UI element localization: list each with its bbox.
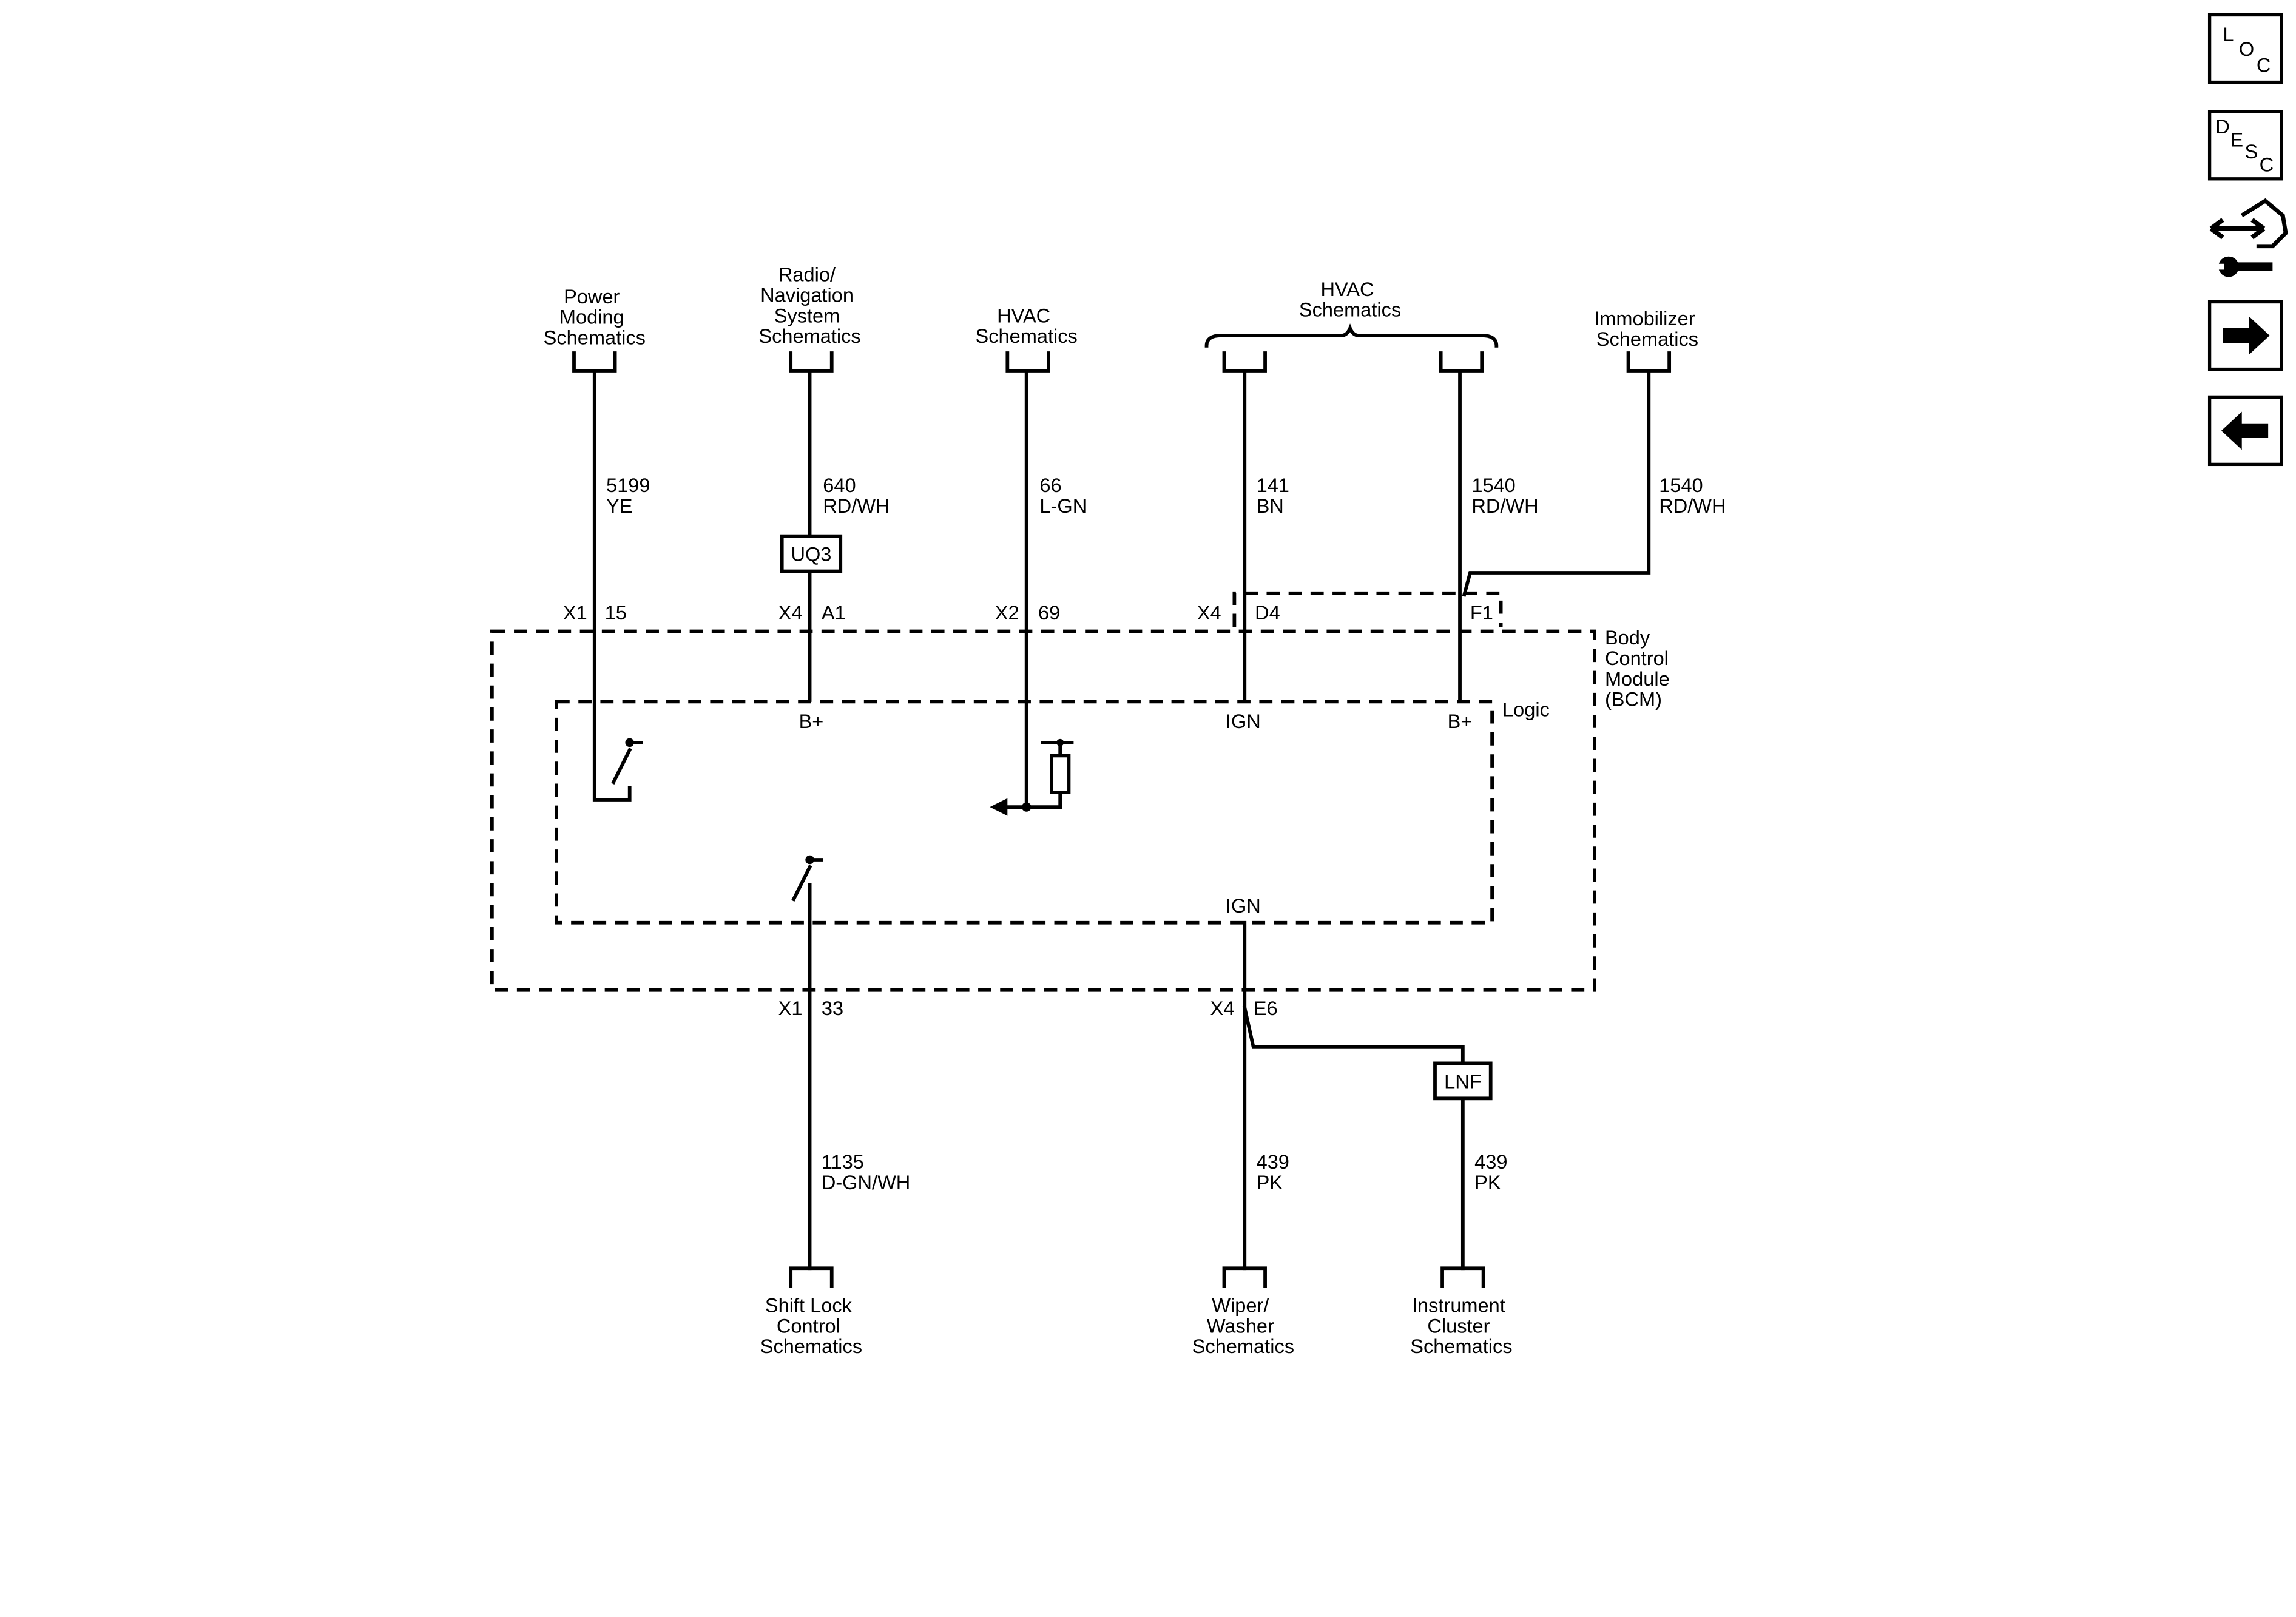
svg-text:A1: A1 xyxy=(822,602,846,624)
svg-text:X2: X2 xyxy=(995,602,1019,624)
svg-text:S: S xyxy=(2245,141,2258,163)
logic-label: Logic xyxy=(1502,698,1550,720)
diagnostic-wrench-icon[interactable] xyxy=(2206,198,2289,282)
label-immobilizer: Immobilizer Schematics xyxy=(1594,308,1701,350)
wire-66 xyxy=(1002,369,1028,809)
wire-1540-immobilizer xyxy=(1462,369,1651,597)
svg-text:X1: X1 xyxy=(563,602,587,624)
bcm-outline xyxy=(490,629,1596,992)
svg-text:X4: X4 xyxy=(778,602,803,624)
splice-uq3: UQ3 xyxy=(780,534,843,573)
wire-label-439-cluster: 439 PK xyxy=(1474,1151,1513,1193)
svg-text:E: E xyxy=(2230,129,2243,151)
svg-text:L: L xyxy=(2223,24,2234,46)
label-hvac: HVAC Schematics xyxy=(976,305,1078,347)
svg-text:C: C xyxy=(2260,154,2274,176)
svg-text:33: 33 xyxy=(822,998,843,1019)
label-instrument-cluster: Instrument Cluster Schematics xyxy=(1410,1295,1512,1358)
label-radio-navigation: Radio/ Navigation System Schematics xyxy=(758,264,860,347)
svg-text:15: 15 xyxy=(605,602,627,624)
input-label-ign: IGN xyxy=(1226,895,1261,917)
desc-button[interactable]: D E S C xyxy=(2207,110,2283,181)
svg-text:X4: X4 xyxy=(1197,602,1221,624)
wire-label-1135: 1135 D-GN/WH xyxy=(822,1151,911,1193)
arrow-head xyxy=(990,798,1008,816)
svg-text:F1: F1 xyxy=(1470,602,1493,624)
label-shift-lock: Shift Lock Control Schematics xyxy=(760,1295,862,1358)
svg-text:UQ3: UQ3 xyxy=(791,544,831,565)
harness-connector-top xyxy=(572,351,1672,373)
wire-label-141: 141 BN xyxy=(1257,474,1295,517)
module-name: Body Control Module (BCM) xyxy=(1605,627,1675,710)
input-label-ign: IGN xyxy=(1226,711,1261,732)
splice-lnf: LNF xyxy=(1433,1061,1493,1101)
arrow-left-icon[interactable] xyxy=(2207,395,2283,467)
svg-text:69: 69 xyxy=(1038,602,1060,624)
connector-pin-labels: X1 15 X4 A1 X2 69 X4 D4 F1 X1 33 X4 E6 xyxy=(563,602,1493,1019)
wire-label-66: 66 L-GN xyxy=(1039,474,1087,517)
connector-x4-outline xyxy=(1232,591,1503,627)
wire-label-1540-hvac: 1540 RD/WH xyxy=(1471,474,1538,517)
wire-label-439-wiper: 439 PK xyxy=(1257,1151,1295,1193)
switch-symbol xyxy=(611,738,643,785)
label-power-moding: Power Moding Schematics xyxy=(544,286,646,349)
svg-text:O: O xyxy=(2239,38,2254,60)
wire-label-5199: 5199 YE xyxy=(606,474,656,517)
loc-button[interactable]: L O C xyxy=(2207,13,2283,84)
resistor-symbol xyxy=(1021,738,1074,812)
label-wiper-washer: Wiper/ Washer Schematics xyxy=(1192,1295,1294,1358)
svg-text:C: C xyxy=(2257,55,2271,76)
wire-label-1540-immobilizer: 1540 RD/WH xyxy=(1659,474,1726,517)
svg-text:X4: X4 xyxy=(1210,998,1235,1019)
svg-text:LNF: LNF xyxy=(1444,1070,1482,1092)
input-label-b-plus: B+ xyxy=(799,711,824,732)
svg-text:D4: D4 xyxy=(1255,602,1280,624)
wire-label-640: 640 RD/WH xyxy=(823,474,890,517)
harness-connector-bottom xyxy=(789,1266,1485,1288)
svg-text:X1: X1 xyxy=(778,998,803,1019)
logic-outline xyxy=(555,700,1494,925)
wire-5199 xyxy=(592,369,632,802)
wire-439-cluster xyxy=(1242,1005,1465,1271)
input-label-b-plus: B+ xyxy=(1448,711,1473,732)
label-hvac-group: HVAC Schematics xyxy=(1299,279,1401,321)
arrow-right-icon[interactable] xyxy=(2207,300,2283,371)
switch-symbol xyxy=(791,855,823,910)
svg-text:D: D xyxy=(2215,116,2230,138)
hvac-group-brace xyxy=(1204,323,1499,348)
svg-text:E6: E6 xyxy=(1254,998,1278,1019)
